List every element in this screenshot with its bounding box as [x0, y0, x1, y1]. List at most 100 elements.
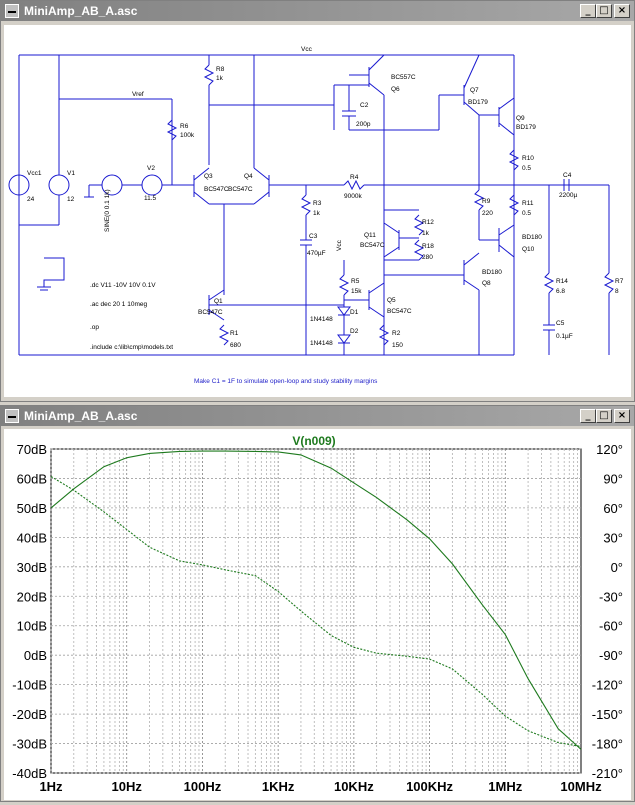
x-tick-label: 100Hz	[184, 779, 222, 794]
x-tick-label: 1Hz	[39, 779, 63, 794]
c5-value: 0.1µF	[556, 333, 573, 340]
schematic-drawing: Vcc Vref Vcc Vcc1 24 V1 12 SINE(0 0.1 1k…	[8, 46, 624, 385]
r10-name: R10	[522, 155, 534, 162]
c4-name: C4	[563, 172, 572, 179]
plot-area[interactable]	[50, 448, 582, 774]
r5-value: 15k	[351, 288, 362, 295]
q1-name: Q1	[214, 298, 223, 305]
q7-name: Q7	[470, 87, 479, 94]
spice-directive-include[interactable]: .include c:\lib\cmp\models.txt	[90, 344, 173, 351]
r3-value: 1k	[313, 210, 321, 217]
x-tick-label: 10KHz	[334, 779, 374, 794]
ltspice-icon	[5, 4, 19, 18]
y-left-tick-label: -20dB	[12, 707, 47, 722]
plot-minimize-button[interactable]: _	[580, 409, 596, 423]
schematic-window: MiniAmp_AB_A.asc _ □ ×	[0, 0, 635, 402]
q8-value: BD180	[482, 269, 502, 276]
y-right-tick-label: -210°	[592, 766, 623, 781]
r14-name: R14	[556, 278, 568, 285]
r2-value: 150	[392, 342, 403, 349]
q3-value: BC547C	[204, 186, 229, 193]
c2-name: C2	[360, 102, 369, 109]
q6-name: Q6	[391, 86, 400, 93]
y-left-tick-label: 0dB	[24, 648, 47, 663]
close-button[interactable]: ×	[614, 4, 630, 18]
net-label-vref: Vref	[132, 91, 144, 98]
y-left-tick-label: 50dB	[17, 501, 47, 516]
y-right-tick-label: 60°	[603, 501, 623, 516]
plot-grid	[50, 448, 581, 774]
net-label-vcc: Vcc	[301, 46, 313, 53]
plot-maximize-button[interactable]: □	[596, 409, 612, 423]
q9-value: BD179	[516, 124, 536, 131]
plot-window-title: MiniAmp_AB_A.asc	[24, 409, 138, 423]
r3-name: R3	[313, 200, 322, 207]
r14-value: 6.8	[556, 288, 565, 295]
v1-value: 12	[67, 196, 75, 203]
v2-value: 11.5	[144, 195, 157, 202]
r2-name: R2	[392, 330, 401, 337]
net-label-vcc-small: Vcc	[336, 239, 343, 251]
q3-name: Q3	[204, 173, 213, 180]
y-left-tick-label: 30dB	[17, 560, 47, 575]
d2-name: D2	[350, 328, 359, 335]
schematic-titlebar[interactable]: MiniAmp_AB_A.asc _ □ ×	[1, 1, 634, 21]
r18-value: 280	[422, 254, 433, 261]
maximize-button[interactable]: □	[596, 4, 612, 18]
c3-value: 470µF	[307, 250, 326, 257]
y-left-tick-label: -10dB	[12, 678, 47, 693]
y-left-tick-label: 70dB	[17, 442, 47, 457]
y-right-tick-label: 90°	[603, 471, 623, 486]
plot-window: MiniAmp_AB_A.asc _ □ × V(n009) 70dB 60dB 5…	[0, 405, 635, 802]
phase-trace[interactable]	[50, 476, 582, 748]
plot-close-button[interactable]: ×	[614, 409, 630, 423]
spice-directive-dc[interactable]: .dc V11 -10V 10V 0.1V	[90, 282, 156, 289]
trace-title[interactable]: V(n009)	[292, 434, 335, 448]
y-left-tick-label: 40dB	[17, 530, 47, 545]
q4-value: BC547C	[228, 186, 253, 193]
q7-value: BD179	[468, 99, 488, 106]
q9-name: Q9	[516, 115, 525, 122]
spice-directive-ac[interactable]: .ac dec 20 1 10meg	[90, 301, 147, 308]
x-tick-label: 1KHz	[262, 779, 295, 794]
x-tick-label: 1MHz	[488, 779, 522, 794]
r9-name: R9	[482, 198, 491, 205]
r11-name: R11	[522, 200, 534, 207]
r8-name: R8	[216, 66, 225, 73]
plot-titlebar[interactable]: MiniAmp_AB_A.asc _ □ ×	[1, 406, 634, 426]
d1-value: 1N4148	[310, 316, 333, 323]
spice-directive-op[interactable]: .op	[90, 324, 99, 331]
schematic-note[interactable]: Make C1 = 1F to simulate open-loop and s…	[194, 378, 378, 385]
q10-value: BD180	[522, 234, 542, 241]
q4-name: Q4	[244, 173, 253, 180]
d2-value: 1N4148	[310, 340, 333, 347]
r1-value: 680	[230, 342, 241, 349]
x-tick-label: 10MHz	[560, 779, 602, 794]
minimize-button[interactable]: _	[580, 4, 596, 18]
c4-value: 2200µ	[559, 192, 577, 199]
y-right-tick-label: 0°	[611, 560, 623, 575]
q5-name: Q5	[387, 297, 396, 304]
vcc1-name: Vcc1	[27, 170, 42, 177]
schematic-window-title: MiniAmp_AB_A.asc	[24, 4, 138, 18]
q8-name: Q8	[482, 280, 491, 287]
x-tick-label: 100KHz	[406, 779, 453, 794]
schematic-canvas[interactable]: Vcc Vref Vcc Vcc1 24 V1 12 SINE(0 0.1 1k…	[4, 25, 631, 397]
y-right-tick-label: -150°	[592, 707, 623, 722]
y-left-tick-label: 60dB	[17, 471, 47, 486]
magnitude-trace[interactable]	[50, 450, 582, 750]
y-right-tick-label: 30°	[603, 530, 623, 545]
x-tick-label: 10Hz	[112, 779, 143, 794]
q10-name: Q10	[522, 246, 535, 253]
y-left-tick-label: 10dB	[17, 619, 47, 634]
q1-value: BC547C	[198, 309, 223, 316]
d1-name: D1	[350, 309, 359, 316]
axis-tick-labels: 70dB60dB50dB40dB30dB20dB10dB0dB-10dB-20d…	[12, 442, 623, 794]
r4-value: 9000k	[344, 193, 362, 200]
r6-name: R6	[180, 123, 189, 130]
y-right-tick-label: 120°	[596, 442, 623, 457]
v1-name: V1	[67, 170, 75, 177]
r4-name: R4	[350, 174, 359, 181]
y-right-tick-label: -90°	[599, 648, 623, 663]
